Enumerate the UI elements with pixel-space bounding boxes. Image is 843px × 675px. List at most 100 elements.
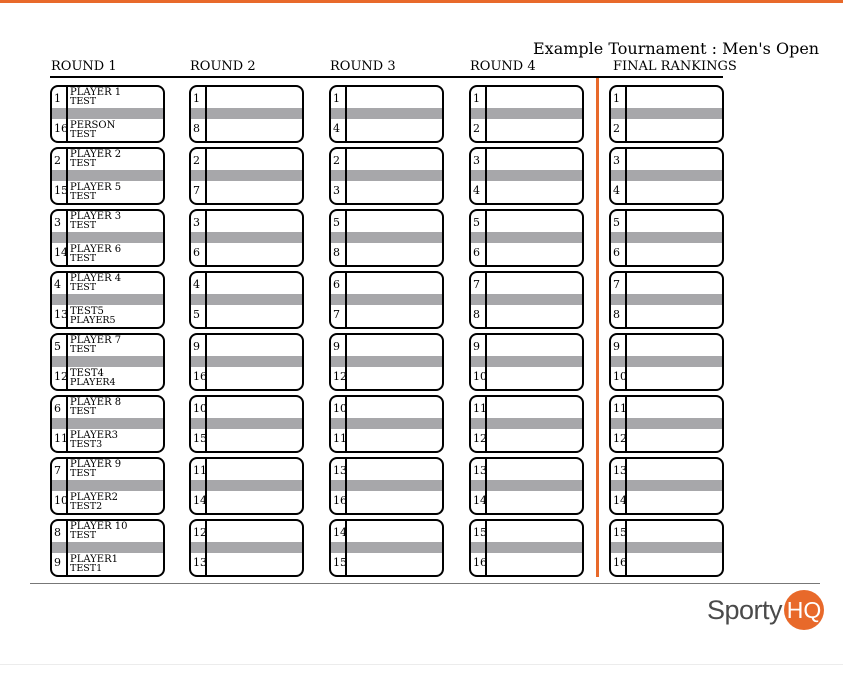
top-seed-number: 5 [54,340,61,353]
match-separator-band [331,480,442,491]
player-name-line: TEST3 [70,439,103,450]
top-seed-number: 5 [613,216,620,229]
match-separator-band [52,480,163,491]
logo-badge: HQ [784,590,825,630]
seed-divider [485,87,487,141]
bottom-seed-number: 8 [333,246,340,259]
top-seed-number: 1 [333,92,340,105]
match-separator-band [331,542,442,553]
player-name-line: TEST [70,158,97,169]
seed-divider [205,87,207,141]
player-name-line: TEST [70,282,97,293]
bottom-seed-number: 16 [473,556,487,569]
top-seed-number: 11 [473,402,487,415]
bottom-seed-number: 3 [333,184,340,197]
player-name-line: PLAYER2 [70,492,118,503]
player-name-line: TEST [70,220,97,231]
top-seed-number: 13 [333,464,347,477]
seed-divider [485,459,487,513]
bottom-seed-number: 4 [333,122,340,135]
round-2-header: ROUND 2 [190,59,256,74]
seed-divider [485,397,487,451]
top-seed-number: 2 [193,154,200,167]
seed-divider [205,459,207,513]
match-separator-band [471,294,582,305]
seed-divider [66,397,68,451]
player-name-line: TEST [70,191,97,202]
seed-divider [345,273,347,327]
player-name-line: TEST [70,96,97,107]
bottom-seed-number: 12 [473,432,487,445]
player-name-line: PLAYER 1 [70,87,122,98]
bottom-seed-number: 15 [333,556,347,569]
bottom-seed-number: 14 [473,494,487,507]
bottom-seed-number: 13 [193,556,207,569]
player-name-line: PLAYER1 [70,554,118,565]
bottom-seed-number: 7 [193,184,200,197]
match-separator-band [191,294,302,305]
top-seed-number: 1 [193,92,200,105]
bottom-seed-number: 16 [193,370,207,383]
top-seed-number: 2 [54,154,61,167]
match-separator-band [191,542,302,553]
top-seed-number: 6 [54,402,61,415]
player-name-line: TEST5 [70,306,104,317]
bottom-seed-number: 13 [54,308,68,321]
bottom-seed-number: 14 [613,494,627,507]
top-seed-number: 13 [473,464,487,477]
player-name-line: TEST [70,253,97,264]
bottom-seed-number: 11 [54,432,68,445]
top-seed-number: 13 [613,464,627,477]
seed-divider [66,335,68,389]
bottom-seed-number: 16 [54,122,68,135]
player-name-line: TEST4 [70,368,104,379]
bottom-seed-number: 8 [613,308,620,321]
match-separator-band [52,294,163,305]
match-separator-band [471,356,582,367]
bottom-seed-number: 10 [473,370,487,383]
match-separator-band [191,108,302,119]
seed-divider [485,211,487,265]
match-separator-band [331,418,442,429]
match-separator-band [52,170,163,181]
seed-divider [205,273,207,327]
match-separator-band [52,232,163,243]
seed-divider [66,273,68,327]
bottom-seed-number: 12 [54,370,68,383]
player-name-line: TEST2 [70,501,103,512]
player-name-line: PLAYER 4 [70,273,122,284]
seed-divider [205,149,207,203]
seed-divider [345,459,347,513]
player-name-line: PLAYER 5 [70,182,122,193]
bottom-seed-number: 2 [613,122,620,135]
player-name-line: TEST [70,129,97,140]
